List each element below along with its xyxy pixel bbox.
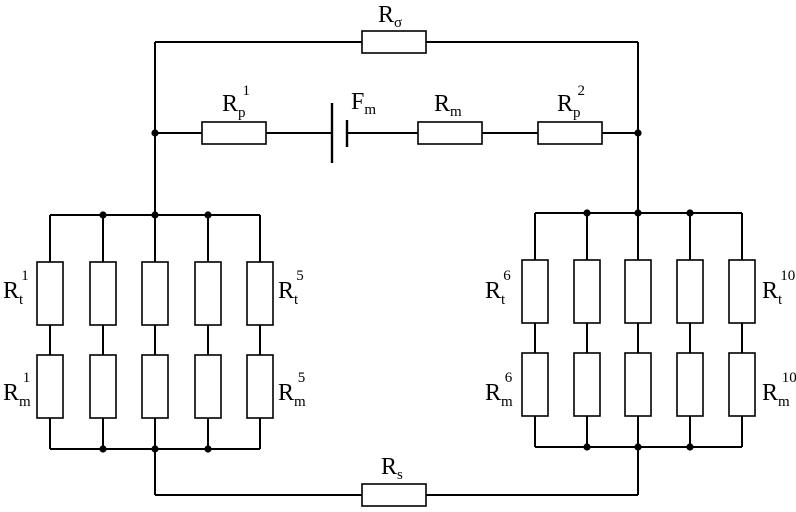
- mmf-source: [330, 103, 349, 163]
- label-rt10: Rt10: [762, 268, 795, 308]
- junction-dot-5: [204, 211, 212, 219]
- junction-dot-3: [99, 211, 107, 219]
- label-rt5: Rt5: [278, 268, 304, 308]
- label-r-sigma: Rσ: [378, 2, 402, 31]
- r-p1-resistor: [201, 121, 267, 145]
- right-rt-resistor-1: [521, 259, 549, 324]
- junction-dot-7: [151, 445, 159, 453]
- label-f-m: Fm: [351, 89, 376, 118]
- junction-dots: [99, 129, 694, 453]
- junction-dot-11: [686, 209, 694, 217]
- junction-dot-6: [99, 445, 107, 453]
- left-rt-resistor-2: [89, 261, 117, 326]
- right-rm-resistor-4: [676, 352, 704, 417]
- left-rm-resistor-2: [89, 354, 117, 419]
- label-r-p1: Rp1: [222, 83, 250, 121]
- right-rt-resistor-3: [624, 259, 652, 324]
- junction-dot-12: [583, 443, 591, 451]
- left-rt-resistor-5: [246, 261, 274, 326]
- label-rm1: Rm1: [3, 370, 31, 410]
- left-resistor-bank: [36, 215, 274, 449]
- junction-dot-13: [634, 443, 642, 451]
- junction-dot-1: [151, 129, 159, 137]
- right-rm-resistor-2: [573, 352, 601, 417]
- junction-dot-14: [686, 443, 694, 451]
- label-r-p2: Rp2: [557, 83, 585, 121]
- junction-dot-9: [583, 209, 591, 217]
- left-rm-resistor-4: [194, 354, 222, 419]
- left-rm-resistor-5: [246, 354, 274, 419]
- right-rm-resistor-5: [728, 352, 756, 417]
- left-rt-resistor-3: [141, 261, 169, 326]
- label-rt6: Rt6: [485, 268, 511, 308]
- left-rm-resistor-1: [36, 354, 64, 419]
- left-rm-resistor-3: [141, 354, 169, 419]
- right-rm-resistor-1: [521, 352, 549, 417]
- right-rm-resistor-3: [624, 352, 652, 417]
- r-p2-resistor: [537, 121, 603, 145]
- label-rm10: Rm10: [762, 370, 796, 410]
- right-rt-resistor-5: [728, 259, 756, 324]
- junction-dot-10: [634, 209, 642, 217]
- junction-dot-4: [151, 211, 159, 219]
- junction-dot-2: [634, 129, 642, 137]
- left-rt-resistor-1: [36, 261, 64, 326]
- label-r-s: Rs: [381, 454, 403, 483]
- label-rm6: Rm6: [485, 370, 513, 410]
- label-r-m: Rm: [434, 91, 462, 120]
- left-rt-resistor-4: [194, 261, 222, 326]
- right-rt-resistor-4: [676, 259, 704, 324]
- right-rt-resistor-2: [573, 259, 601, 324]
- junction-dot-8: [204, 445, 212, 453]
- r-sigma-resistor: [361, 30, 427, 54]
- label-rm5: Rm5: [278, 370, 306, 410]
- right-resistor-bank: [521, 213, 756, 447]
- r-s-resistor: [361, 483, 427, 507]
- r-m-resistor: [417, 121, 483, 145]
- label-rt1: Rt1: [3, 268, 29, 308]
